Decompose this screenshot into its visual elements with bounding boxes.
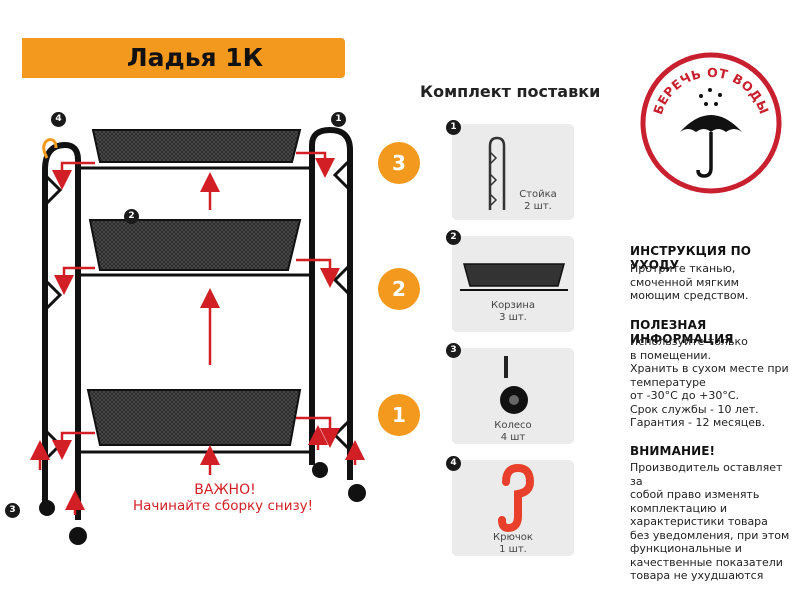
kit-item-qty: 2 шт.: [524, 201, 552, 212]
kit-item-wheel: Колесо 4 шт: [452, 348, 574, 444]
kit-item-number: 2: [446, 230, 461, 245]
warning-title: ВАЖНО!: [194, 482, 256, 498]
basket-bottom: [78, 389, 312, 454]
diagram-label-wheel: 3: [5, 503, 20, 518]
kit-item-hook: Крючок 1 шт.: [452, 460, 574, 556]
umbrella-icon: [680, 88, 742, 178]
kit-item-basket: Корзина 3 шт.: [452, 236, 574, 332]
kit-item-qty: 3 шт.: [499, 312, 527, 323]
kit-item-name: Колесо: [494, 420, 532, 431]
diagram-label-post: 1: [331, 112, 346, 127]
hook-icon: [498, 464, 535, 533]
step-3-badge: 3: [378, 142, 420, 184]
kit-title: Комплект поставки: [420, 82, 601, 101]
kit-item-post: Стойка 2 шт.: [452, 124, 574, 220]
diagram-label-basket: 2: [124, 209, 139, 224]
step-1-badge: 1: [378, 394, 420, 436]
keep-dry-badge: БЕРЕЧЬ ОТ ВОДЫ: [640, 52, 782, 194]
basket-top: [80, 129, 310, 170]
assembly-arrows: [30, 151, 365, 515]
assembly-diagram: [30, 126, 366, 545]
care-title: ИНСТРУКЦИЯ ПО УХОДУ: [630, 244, 752, 272]
kit-item-number: 4: [446, 456, 461, 471]
wheels: [39, 462, 366, 545]
kit-item-name: Крючок: [493, 532, 533, 543]
attention-title: ВНИМАНИЕ!: [630, 444, 716, 458]
kit-item-name: Стойка: [519, 189, 557, 200]
left-post: [42, 141, 81, 520]
diagram-label-hook: 4: [51, 112, 66, 127]
kit-item-number: 1: [446, 120, 461, 135]
kit-item-qty: 4 шт: [500, 432, 526, 443]
basket-icon: [460, 263, 568, 291]
product-title: Ладья 1К: [126, 43, 264, 72]
kit-item-qty: 1 шт.: [499, 544, 527, 555]
hook: [42, 138, 58, 159]
post-icon: [488, 136, 506, 210]
info-title: ПОЛЕЗНАЯ ИНФОРМАЦИЯ: [630, 318, 734, 346]
attention-text: Производитель оставляет за собой право и…: [630, 461, 790, 582]
step-2-badge: 2: [378, 268, 420, 310]
kit-item-name: Корзина: [490, 300, 536, 311]
warning-text: Начинайте сборку снизу!: [132, 498, 314, 514]
info-text: Используйте только в помещении. Хранить …: [630, 335, 789, 429]
basket-middle: [78, 219, 312, 277]
title-banner: [22, 38, 345, 78]
care-text: Протрите тканью, смоченной мягким моющим…: [630, 262, 749, 302]
wheel-icon: [500, 356, 528, 414]
kit-item-number: 3: [446, 343, 461, 358]
